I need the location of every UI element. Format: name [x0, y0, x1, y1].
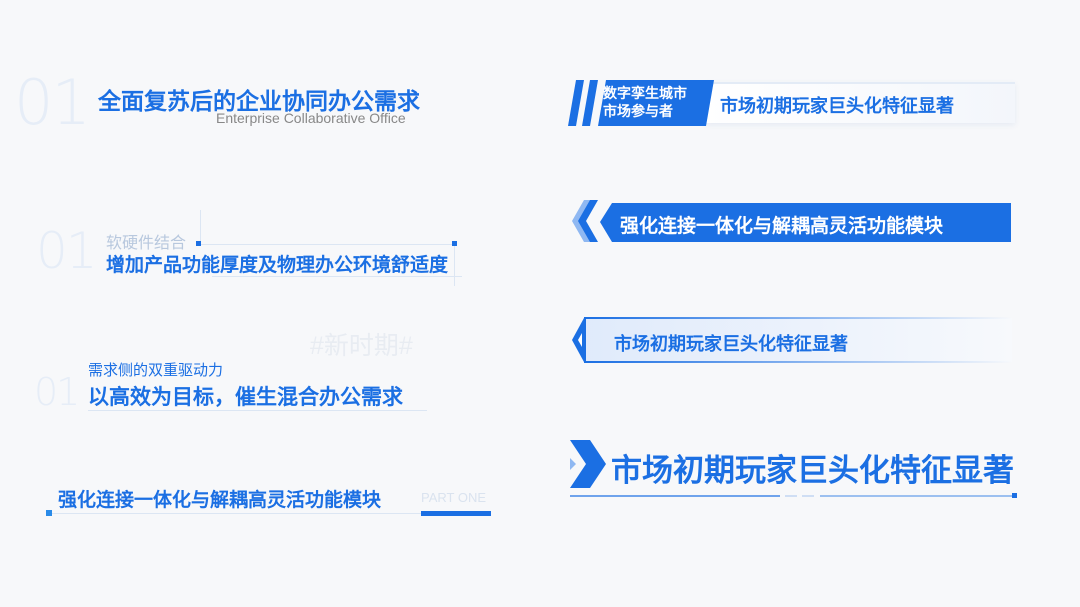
- right3-banner: [572, 317, 1012, 363]
- block1-number: 01: [14, 66, 91, 139]
- block3-title: 以高效为目标，催生混合办公需求: [88, 386, 403, 409]
- block2-title: 增加产品功能厚度及物理办公环境舒适度: [106, 255, 449, 276]
- block4-tag: PART ONE: [421, 490, 487, 505]
- right2-banner: [572, 200, 1011, 242]
- right1-bar: [705, 82, 1015, 123]
- block1-title: 全面复苏后的企业协同办公需求: [98, 88, 420, 114]
- block2-label: 软硬件结合: [106, 235, 187, 252]
- block4-title: 强化连接一体化与解耦高灵活功能模块: [58, 490, 382, 511]
- accent-bar: [421, 511, 491, 516]
- block3-label: 需求侧的双重驱动力: [88, 362, 224, 379]
- corner-marker: [452, 241, 457, 246]
- right3-title: 市场初期玩家巨头化特征显著: [614, 334, 848, 354]
- badge-line2: 市场参与者: [603, 103, 673, 119]
- right1-badge: 数字孪生城市市场参与者: [603, 84, 687, 120]
- chevron-left-icon: [578, 200, 598, 242]
- stripes-icon: [568, 80, 714, 126]
- corner-marker: [46, 510, 52, 516]
- badge-line1: 数字孪生城市: [603, 85, 687, 101]
- block3-number: 01: [34, 370, 80, 414]
- block1-subtitle: Enterprise Collaborative Office: [216, 110, 406, 126]
- block2-number: 01: [36, 222, 98, 280]
- right4-title: 市场初期玩家巨头化特征显著: [611, 453, 1014, 488]
- chevron-left-icon: [572, 200, 592, 242]
- right2-title: 强化连接一体化与解耦高灵活功能模块: [620, 216, 944, 237]
- corner-marker: [1012, 493, 1017, 498]
- block3-tag: #新时期#: [310, 332, 413, 360]
- corner-marker: [196, 241, 201, 246]
- chevron-right-icon: [570, 440, 606, 488]
- right1-title: 市场初期玩家巨头化特征显著: [720, 96, 954, 116]
